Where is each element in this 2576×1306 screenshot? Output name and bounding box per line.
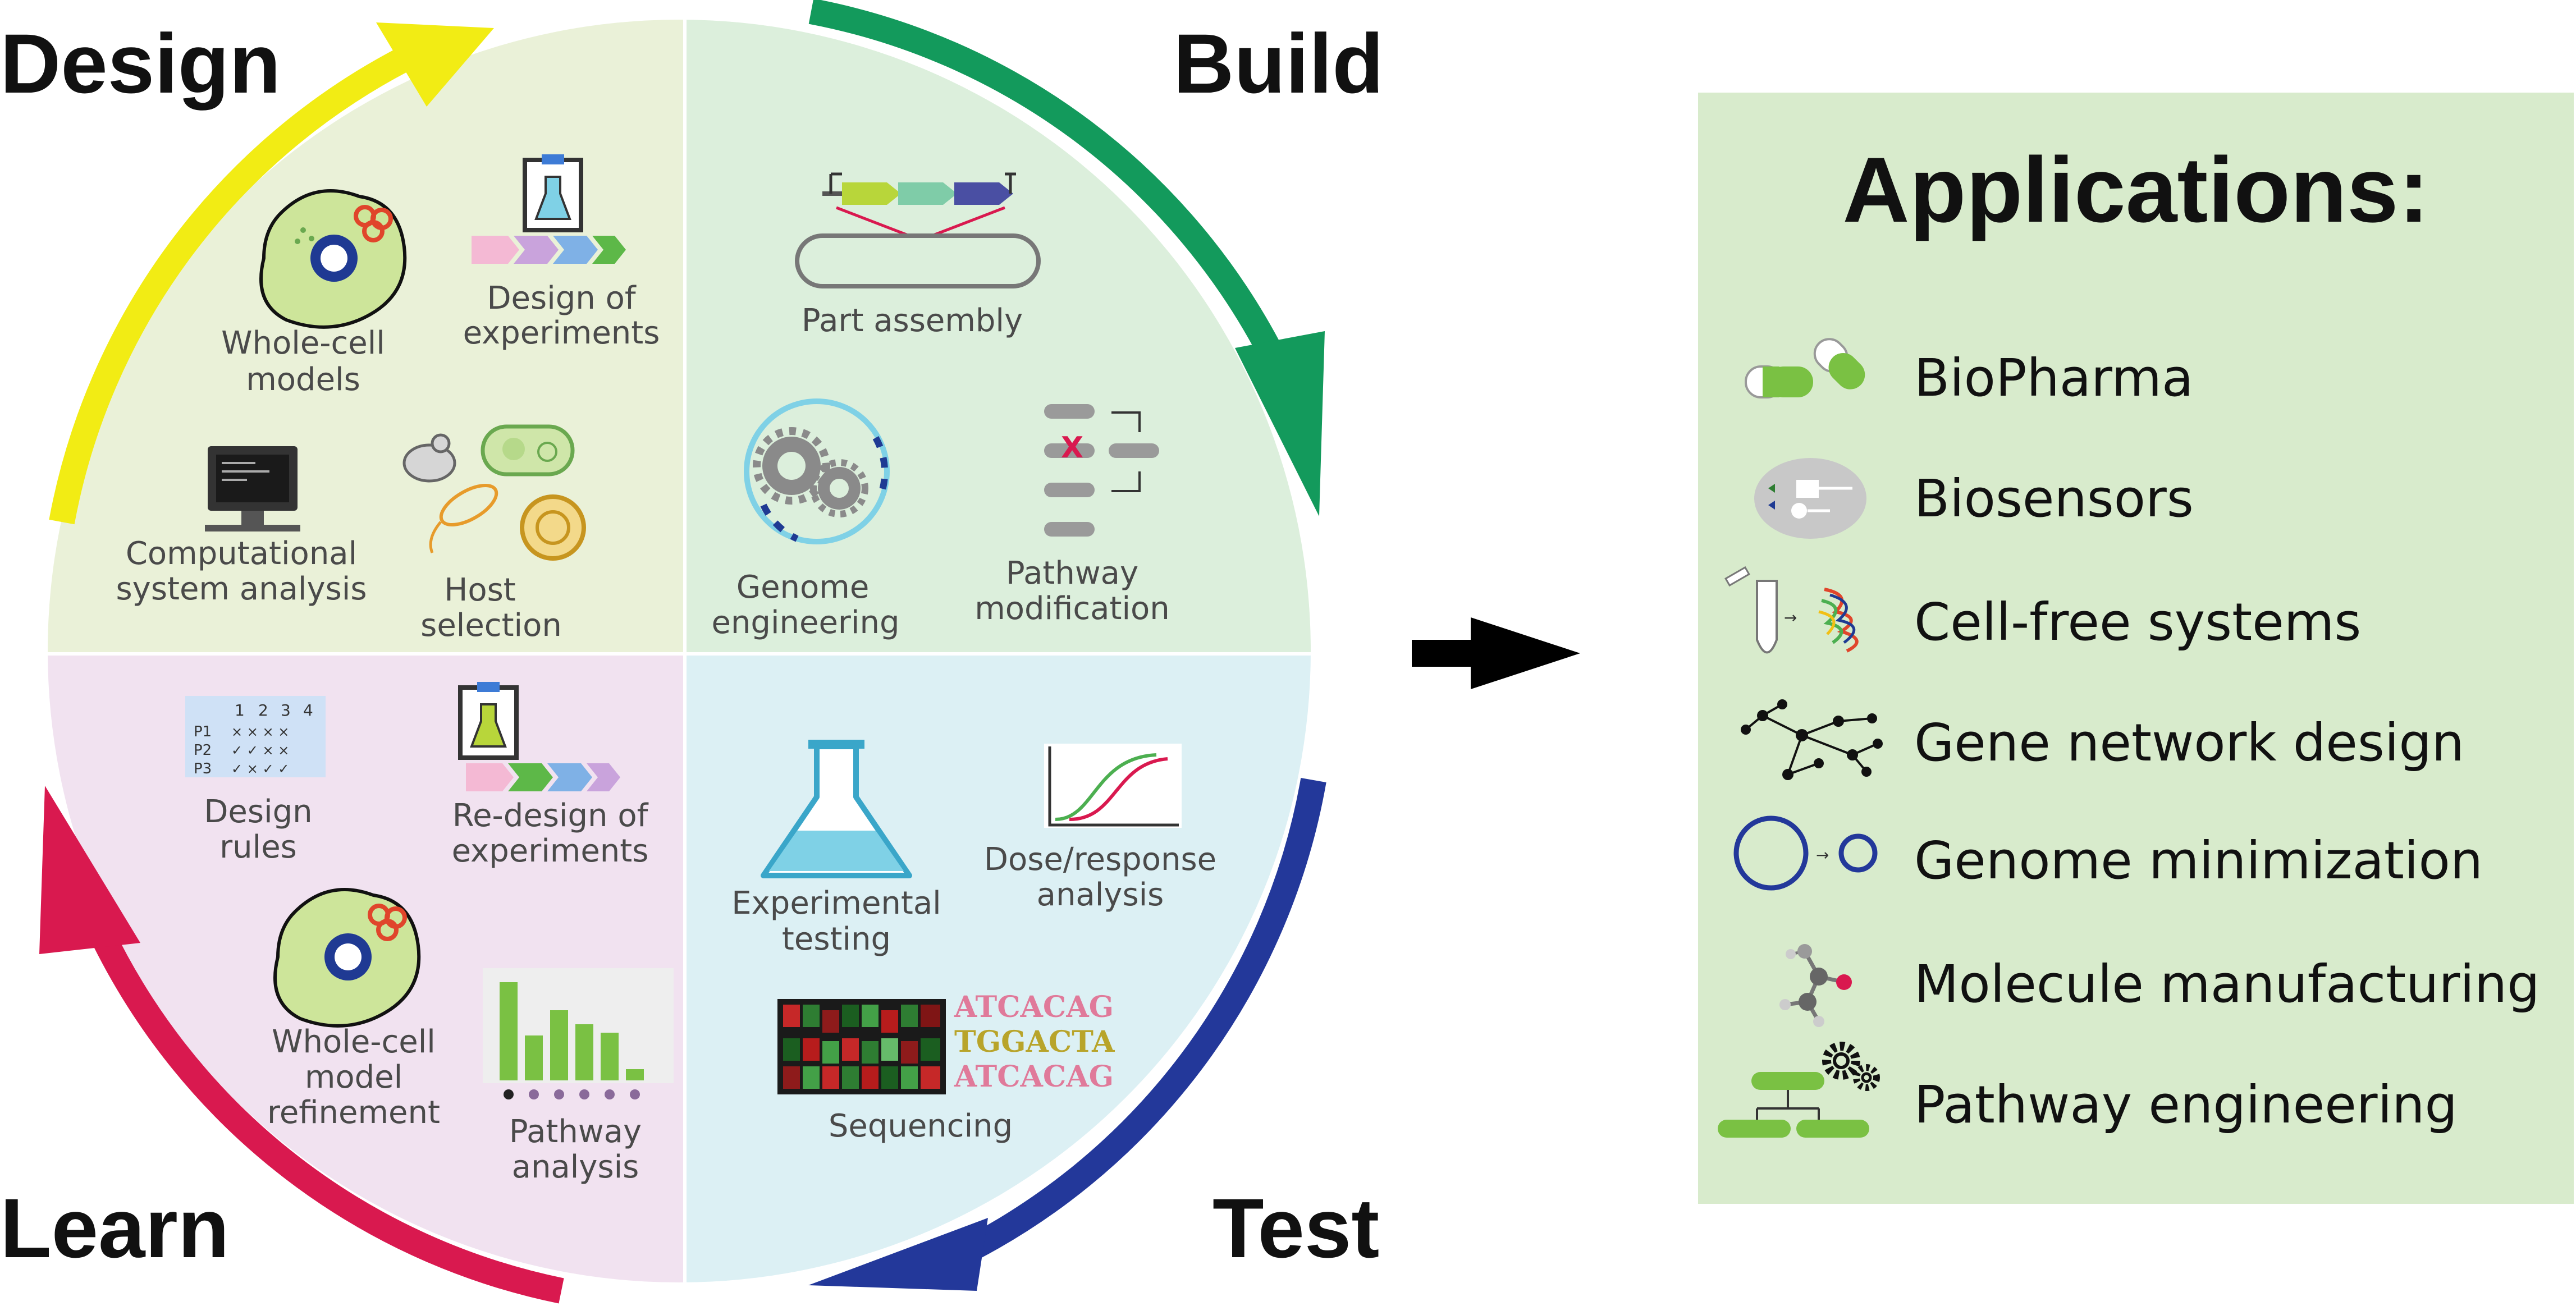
app-item-cell-free: Cell-free systems <box>1914 592 2361 652</box>
learn-arrow <box>84 915 564 1304</box>
table-col-4: 4 <box>303 701 313 720</box>
phase-label-design: Design <box>0 16 281 111</box>
design-rules-table-icon: 1 2 3 4 P1 P2 P3 × × × × ✓ ✓ × × ✓ × ✓ ✓ <box>185 696 326 777</box>
design-arrowhead <box>376 22 494 107</box>
svg-text:× × × ×: × × × × <box>231 724 289 740</box>
svg-text:X: X <box>1061 431 1083 465</box>
sequence-line-3: ATCACAG <box>954 1060 1114 1094</box>
app-item-gene-network: Gene network design <box>1914 713 2464 773</box>
phase-label-build: Build <box>1173 16 1384 111</box>
svg-text:✓ × ✓ ✓: ✓ × ✓ ✓ <box>231 761 289 777</box>
table-row-p2: P2 <box>194 742 212 759</box>
biosensor-icon <box>1754 458 1866 539</box>
app-item-biopharma: BioPharma <box>1914 348 2193 408</box>
refinement-label-3: refinement <box>267 1094 440 1131</box>
phase-label-learn: Learn <box>0 1181 229 1275</box>
computational-label-1: Computational <box>126 535 357 572</box>
sequence-line-1: ATCACAG <box>954 990 1114 1024</box>
app-item-biosensors: Biosensors <box>1914 469 2194 529</box>
design-rules-label-2: rules <box>219 829 297 865</box>
doe-steps-icon <box>472 236 626 264</box>
pathway-analysis-chart-icon <box>483 968 674 1099</box>
sequencing-label: Sequencing <box>829 1108 1013 1144</box>
genome-engineering-label-1: Genome <box>736 569 870 606</box>
table-row-p1: P1 <box>194 723 212 740</box>
table-col-1: 1 <box>235 701 245 720</box>
pathway-modification-label-2: modification <box>974 590 1170 627</box>
clipboard-flask-icon <box>523 154 583 232</box>
phase-label-test: Test <box>1212 1181 1379 1275</box>
table-row-p3: P3 <box>194 760 212 777</box>
svg-text:✓ ✓ × ×: ✓ ✓ × × <box>231 743 289 758</box>
dose-response-label-2: analysis <box>1037 877 1164 913</box>
cycle-arrows <box>39 0 1326 1304</box>
test-arrow <box>948 778 1326 1269</box>
sequence-line-2: TGGACTA <box>954 1025 1115 1059</box>
redesign-label-1: Re-design of <box>452 798 649 834</box>
svg-text:→: → <box>1784 608 1797 627</box>
pathway-gears-icon <box>1718 1042 1880 1138</box>
app-item-pathway-eng: Pathway engineering <box>1914 1075 2458 1135</box>
build-arrowhead <box>1235 331 1325 516</box>
dna-sequence-icon: ATCACAG TGGACTA ATCACAG <box>954 990 1115 1094</box>
build-arrow <box>808 0 1286 365</box>
learn-arrowhead <box>39 786 140 954</box>
table-col-3: 3 <box>281 701 291 720</box>
app-item-genome-min: Genome minimization <box>1914 831 2483 891</box>
dose-response-label-1: Dose/response <box>984 841 1216 878</box>
pathway-modification-label-1: Pathway <box>1006 555 1138 592</box>
host-selection-label-2: selection <box>420 607 562 644</box>
whole-cell-models-label-2: models <box>246 361 360 398</box>
applications-title: Applications: <box>1842 138 2429 241</box>
part-assembly-label: Part assembly <box>802 303 1023 339</box>
experimental-testing-label-1: Experimental <box>731 885 941 922</box>
refinement-label-1: Whole-cell <box>272 1024 436 1060</box>
design-rules-label-1: Design <box>204 794 312 830</box>
whole-cell-refinement-icon <box>273 888 421 1028</box>
svg-text:→: → <box>1816 846 1829 864</box>
capsule-icon <box>1745 338 1865 398</box>
design-arrow <box>49 47 410 525</box>
test-arrowhead <box>808 1218 988 1291</box>
host-selection-label-1: Host <box>444 572 516 608</box>
network-icon <box>1741 699 1883 780</box>
computer-icon <box>205 446 300 531</box>
heatmap-icon <box>777 999 946 1094</box>
table-col-2: 2 <box>258 701 268 720</box>
genome-circle-icon: → <box>1733 815 1878 891</box>
design-of-experiments-label-2: experiments <box>463 315 660 351</box>
molecule-icon <box>1779 944 1852 1027</box>
pathway-analysis-label-1: Pathway <box>509 1113 642 1150</box>
redesign-clipboard-icon <box>458 682 620 791</box>
refinement-label-2: model <box>305 1059 402 1096</box>
part-assembly-icon <box>795 172 1041 288</box>
genome-engineering-label-2: engineering <box>711 604 899 641</box>
genome-engineering-icon <box>744 398 890 544</box>
computational-label-2: system analysis <box>116 571 367 607</box>
redesign-label-2: experiments <box>452 833 649 869</box>
pathway-analysis-label-2: analysis <box>512 1149 639 1185</box>
host-cells-icon <box>402 424 586 561</box>
right-arrow-icon <box>1412 617 1580 689</box>
app-item-molecule: Molecule manufacturing <box>1914 954 2540 1014</box>
tube-protein-icon: → <box>1724 566 1859 654</box>
applications-panel: Applications: BioPharma Biosensors <box>1698 93 2574 1204</box>
whole-cell-model-icon <box>259 189 407 329</box>
applications-background <box>1698 93 2574 1204</box>
whole-cell-models-label-1: Whole-cell <box>221 325 385 361</box>
flask-icon <box>761 740 912 878</box>
dose-response-chart-icon <box>1044 744 1182 828</box>
pathway-modification-icon: X <box>1044 404 1159 537</box>
design-of-experiments-label-1: Design of <box>487 280 636 317</box>
experimental-testing-label-2: testing <box>782 921 891 957</box>
